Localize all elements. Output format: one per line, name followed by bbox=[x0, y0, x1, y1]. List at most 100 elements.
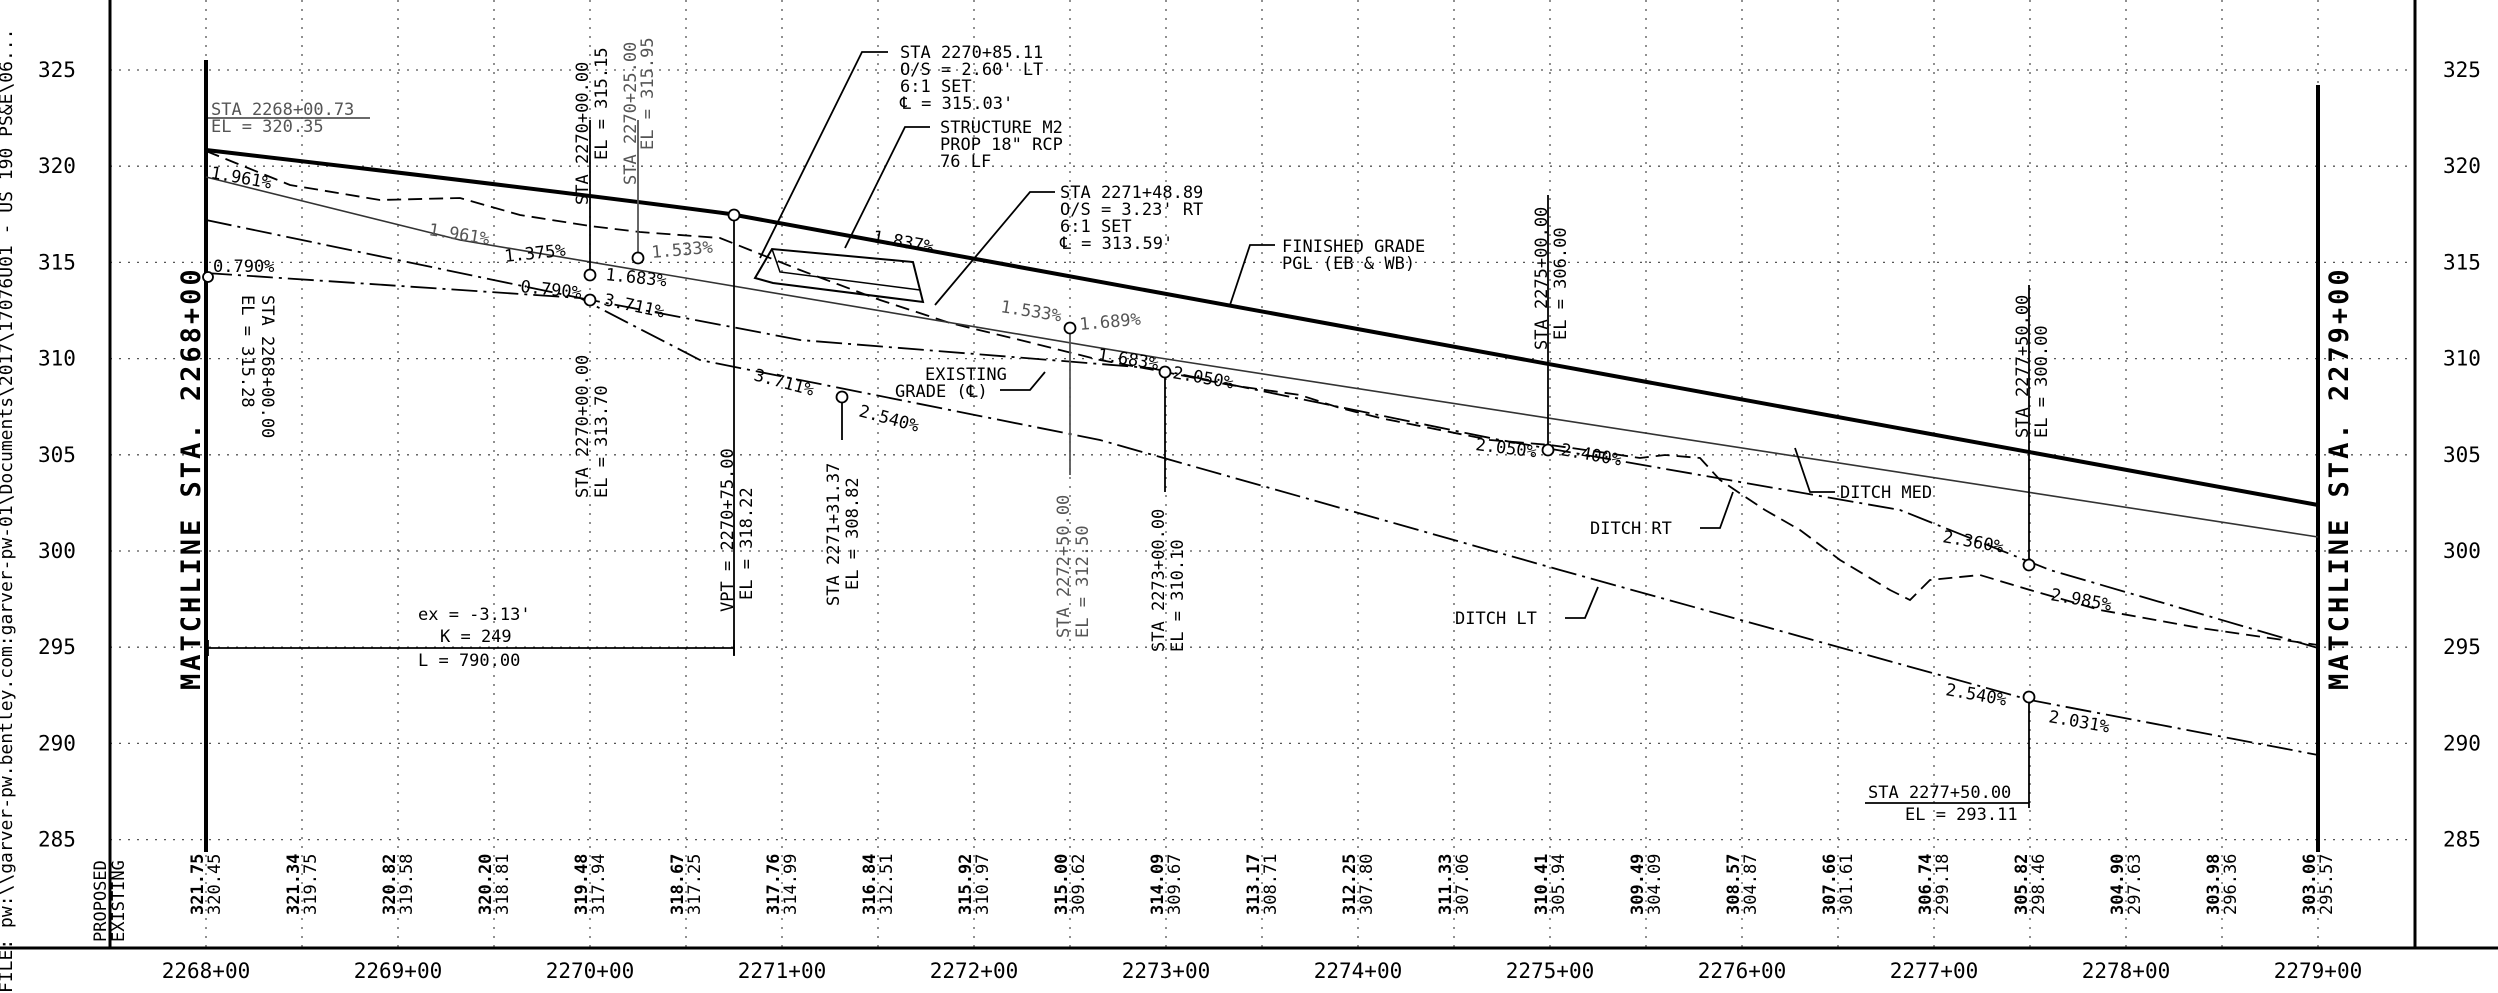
point-2270-25 bbox=[631, 251, 645, 265]
station-label: 2277+00 bbox=[1890, 959, 1979, 983]
point-2277-50-bottom bbox=[2022, 690, 2036, 704]
el-318-22-label: EL = 318.22 bbox=[737, 487, 757, 600]
proposed-elevation: 317.76 bbox=[764, 854, 784, 915]
elevation-tick-left: 310 bbox=[38, 347, 76, 371]
proposed-elevation: 319.48 bbox=[572, 854, 592, 915]
structure-line-2: O/S = 2.60' LT bbox=[900, 60, 1043, 80]
existing-elevation: 296.36 bbox=[2221, 854, 2241, 915]
proposed-elevation: 320.82 bbox=[380, 854, 400, 915]
grade-label: 1.961% bbox=[209, 163, 273, 193]
grade-label: 2.400% bbox=[1559, 440, 1623, 470]
existing-elevation: 298.46 bbox=[2029, 854, 2049, 915]
structure-line-6: PROP 18" RCP bbox=[940, 135, 1063, 155]
existing-elevation: 317.25 bbox=[685, 854, 705, 915]
elevation-tick-right: 300 bbox=[2443, 539, 2481, 563]
grade-label: 1.683% bbox=[604, 265, 667, 291]
existing-elevation: 305.94 bbox=[1549, 854, 1569, 915]
sta-2275-label: STA 2275+00.00 bbox=[1532, 207, 1552, 350]
proposed-elevation: 303.98 bbox=[2204, 854, 2224, 915]
sta-2271-48-leader bbox=[934, 191, 1055, 306]
elevation-tick-right: 315 bbox=[2443, 250, 2481, 274]
point-2277-50-top bbox=[2022, 558, 2036, 572]
existing-grade-line-1: EXISTING bbox=[925, 365, 1007, 385]
station-label: 2272+00 bbox=[930, 959, 1019, 983]
proposed-elevation: 321.75 bbox=[188, 854, 208, 915]
point-2268 bbox=[202, 271, 214, 283]
grade-label: 1.683% bbox=[1096, 345, 1160, 374]
structure-line-4: ℄ = 315.03' bbox=[899, 94, 1013, 114]
ditch-lt-label: DITCH LT bbox=[1455, 609, 1537, 629]
grade-label: 1.375% bbox=[503, 241, 566, 267]
existing-elevation: 309.62 bbox=[1069, 854, 1089, 915]
grade-label: 3.711% bbox=[752, 366, 817, 401]
proposed-elevation: 311.33 bbox=[1436, 854, 1456, 915]
proposed-elevation: 315.00 bbox=[1052, 854, 1072, 915]
proposed-elevation: 304.90 bbox=[2108, 854, 2128, 915]
ditch-rt-leader bbox=[1700, 491, 1734, 529]
sta-2270-top-label: STA 2270+00.00 bbox=[573, 62, 593, 205]
proposed-elevation: 315.92 bbox=[956, 854, 976, 915]
sta-2277-50-bottom-label: STA 2277+50.00 bbox=[1868, 783, 2011, 803]
proposed-elevation: 316.84 bbox=[860, 854, 880, 915]
existing-elevation: 317.94 bbox=[589, 854, 609, 915]
proposed-elevation: 320.20 bbox=[476, 854, 496, 915]
finished-grade-line bbox=[205, 148, 2319, 507]
proposed-row-label: PROPOSED bbox=[91, 860, 111, 942]
point-vpt bbox=[727, 208, 741, 222]
point-2270-bottom bbox=[583, 293, 597, 307]
sta-2271-31-label: STA 2271+31.37 bbox=[824, 463, 844, 606]
proposed-elevation: 303.06 bbox=[2300, 854, 2320, 915]
el-310-10-label: EL = 310.10 bbox=[1168, 539, 1188, 652]
el-306-label: EL = 306.00 bbox=[1551, 227, 1571, 340]
station-label: 2270+00 bbox=[546, 959, 635, 983]
proposed-elevation: 307.66 bbox=[1820, 854, 1840, 915]
structure-m2-box bbox=[753, 247, 925, 304]
existing-elevation: 319.75 bbox=[301, 854, 321, 915]
proposed-elevation: 310.41 bbox=[1532, 854, 1552, 915]
station-label: 2276+00 bbox=[1698, 959, 1787, 983]
grade-label: 0.790% bbox=[519, 277, 582, 303]
point-2273 bbox=[1158, 365, 1172, 379]
existing-elevation: 304.87 bbox=[1741, 854, 1761, 915]
elevation-tick-left: 285 bbox=[38, 828, 76, 852]
ditch-rt-label: DITCH RT bbox=[1590, 519, 1672, 539]
proposed-elevation: 308.57 bbox=[1724, 854, 1744, 915]
station-label: 2269+00 bbox=[354, 959, 443, 983]
matchline-right-label-vis: MATCHLINE STA. 2279+00 bbox=[2324, 266, 2355, 690]
existing-row-label: EXISTING bbox=[109, 860, 129, 942]
ditch-lt-leader bbox=[1565, 586, 1599, 619]
station-label: 2275+00 bbox=[1506, 959, 1595, 983]
existing-grade-line bbox=[205, 150, 2319, 646]
proposed-elevation: 306.74 bbox=[1916, 854, 1936, 915]
structure-line-7: 76 LF bbox=[940, 152, 991, 172]
el-312-50-label: EL = 312.50 bbox=[1073, 525, 1093, 638]
grade-label: 1.837% bbox=[871, 227, 935, 257]
point-2270-top bbox=[583, 268, 597, 282]
sta-2270-25-label: STA 2270+25.00 bbox=[621, 42, 641, 185]
structure-line-3: 6:1 SET bbox=[900, 77, 972, 97]
existing-elevation: 309.67 bbox=[1165, 854, 1185, 915]
proposed-elevation: 312.25 bbox=[1340, 854, 1360, 915]
elevation-tick-right: 295 bbox=[2443, 635, 2481, 659]
sta-2271-48-line-4: ℄ = 313.59' bbox=[1059, 234, 1173, 254]
grade-label: 0.790% bbox=[213, 257, 274, 277]
vc-l-label: L = 790.00 bbox=[418, 651, 520, 671]
grade-label: 2.985% bbox=[2049, 585, 2113, 615]
vpt-label: VPT = 2270+75.00 bbox=[718, 448, 738, 612]
grade-label: 2.031% bbox=[2047, 707, 2111, 737]
sta-2273-label: STA 2273+00.00 bbox=[1149, 509, 1169, 652]
structure-callout-leader bbox=[759, 51, 888, 259]
file-path-text: FILE: pw:\\garver-pw.bentley.com:garver-… bbox=[0, 29, 17, 993]
structure-m2-leader bbox=[844, 126, 930, 249]
existing-elevation: 304.09 bbox=[1645, 854, 1665, 915]
elevation-tick-left: 300 bbox=[38, 539, 76, 563]
existing-elevation: 301.61 bbox=[1837, 854, 1857, 915]
vc-ex-label: ex = -3.13' bbox=[418, 605, 531, 625]
point-2275 bbox=[1541, 443, 1555, 457]
ditch-med-leader bbox=[1794, 447, 1835, 493]
proposed-elevation: 309.49 bbox=[1628, 854, 1648, 915]
sta-2271-48-line-2: O/S = 3.23' RT bbox=[1060, 200, 1203, 220]
